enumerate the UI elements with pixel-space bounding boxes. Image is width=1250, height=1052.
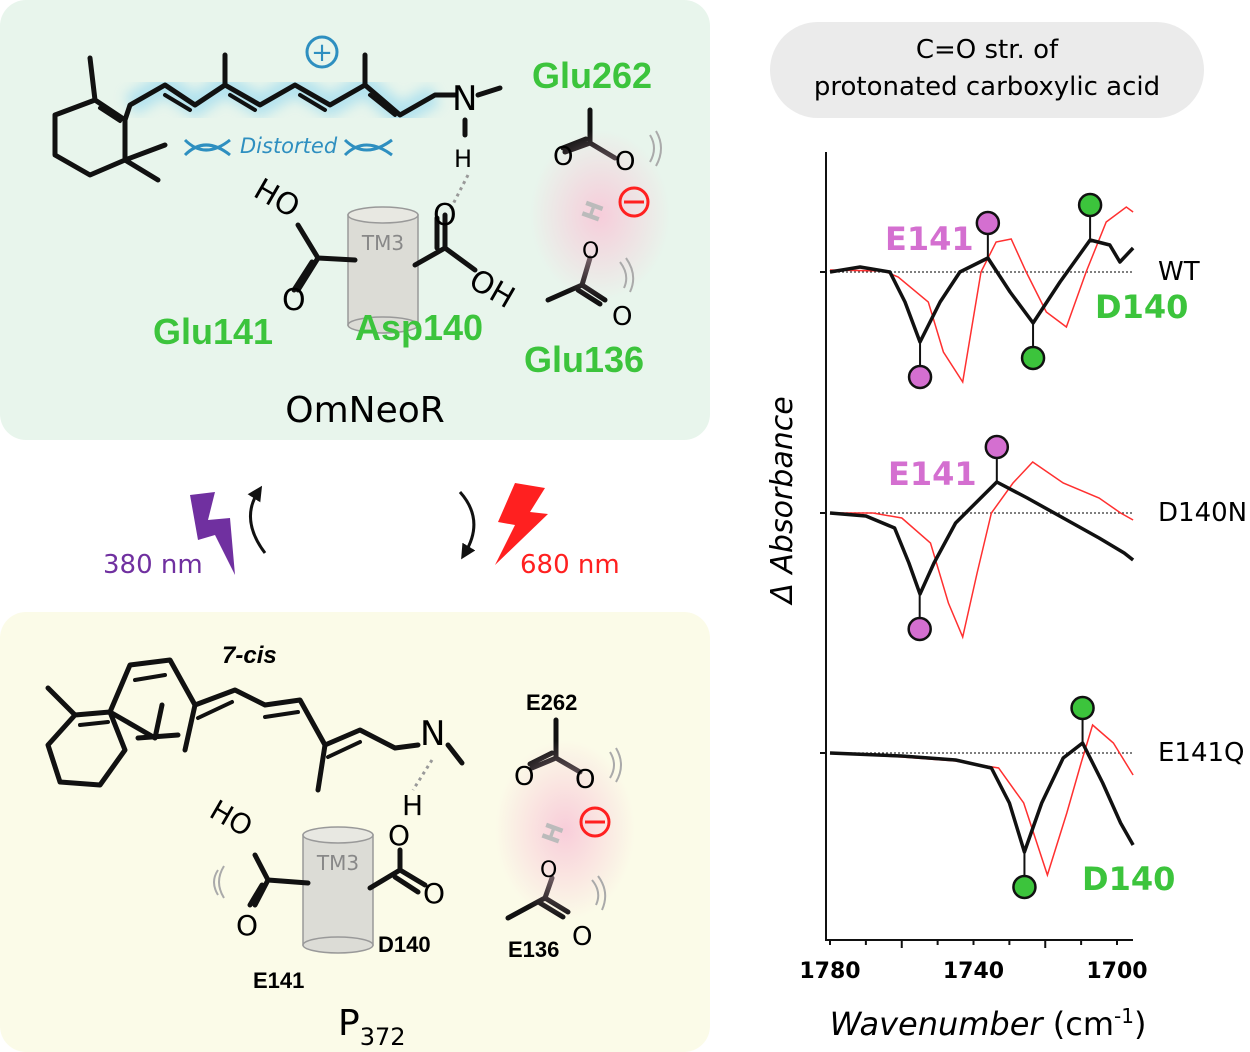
marker-green bbox=[1070, 695, 1095, 721]
e141-carbonyl-oxygen: O bbox=[236, 909, 258, 942]
tm3-label: TM3 bbox=[361, 231, 404, 255]
glu136-label: Glu136 bbox=[524, 339, 644, 380]
ftir-difference-chart: C=O str. of protonated carboxylic acid Δ… bbox=[765, 22, 1247, 1043]
asp140-oxygen: O bbox=[433, 198, 457, 233]
e262-label: E262 bbox=[526, 690, 577, 715]
proton-shared-glow bbox=[530, 130, 670, 300]
trace-red-WT bbox=[829, 206, 1134, 385]
glu262-oxygen-1: O bbox=[553, 142, 573, 172]
d140-carbonyl-oxygen: O bbox=[423, 877, 445, 910]
sample-label-E141Q: E141Q bbox=[1158, 738, 1245, 768]
marker-magenta bbox=[907, 364, 933, 390]
chart-axes bbox=[825, 152, 1133, 941]
negative-charge-icon bbox=[579, 806, 611, 838]
p372-panel: 7-cis N H TM3 HO O O O O O O O H bbox=[0, 130, 710, 1052]
negative-charge-icon bbox=[618, 186, 650, 218]
lightning-680-icon bbox=[495, 483, 548, 565]
d140-hydroxyl-oxygen: O bbox=[388, 819, 410, 852]
marker-green bbox=[1020, 345, 1046, 371]
distortion-arrows-icon bbox=[183, 138, 393, 157]
chart-title-line2: protonated carboxylic acid bbox=[814, 72, 1160, 102]
marker-green bbox=[1012, 874, 1037, 900]
trace-red-E141Q bbox=[829, 723, 1134, 878]
proton-shared-glow bbox=[495, 740, 635, 920]
tm3-label: TM3 bbox=[316, 851, 359, 875]
hydrogen-atom: H bbox=[402, 789, 423, 822]
trace-black-WT bbox=[829, 238, 1135, 344]
wavelength-380-label: 380 nm bbox=[103, 550, 203, 580]
peak-label-E141: E141 bbox=[885, 220, 974, 258]
vibration-marks-icon bbox=[213, 130, 662, 911]
hydrogen-atom: H bbox=[454, 145, 472, 173]
hydrogen-bond bbox=[411, 759, 434, 791]
asp140-label: Asp140 bbox=[355, 307, 483, 348]
positive-charge-sign: + bbox=[311, 38, 333, 68]
x-tick-label: 1780 bbox=[799, 959, 860, 984]
sample-label-D140N: D140N bbox=[1158, 498, 1247, 528]
glu136-oxygen-1: O bbox=[582, 239, 599, 264]
arrow-up bbox=[247, 485, 267, 554]
chart-title-badge bbox=[770, 22, 1204, 118]
y-axis-label: Δ Absorbance bbox=[765, 396, 800, 605]
glu141-label: Glu141 bbox=[153, 311, 273, 352]
retinal-7cis-chromophore bbox=[45, 657, 465, 793]
retinal-chromophore bbox=[52, 52, 503, 183]
nitrogen-atom: N bbox=[452, 79, 477, 119]
glu262-label: Glu262 bbox=[532, 55, 652, 96]
lightning-380-icon bbox=[190, 492, 235, 575]
marker-green bbox=[1077, 192, 1103, 218]
tm3-helix bbox=[347, 206, 419, 334]
e136-oxygen-1: O bbox=[540, 858, 557, 883]
trace-black-D140N bbox=[829, 480, 1135, 596]
glu262-oxygen-2: O bbox=[615, 147, 635, 177]
glu141-carbonyl-oxygen: O bbox=[282, 283, 306, 318]
nitrogen-atom: N bbox=[420, 714, 445, 754]
x-axis-label: Wavenumber (cm-1) bbox=[830, 1004, 1147, 1043]
omneor-title: OmNeoR bbox=[285, 390, 445, 431]
e136-oxygen-2: O bbox=[572, 922, 592, 952]
wavelength-680-label: 680 nm bbox=[520, 550, 620, 580]
marker-magenta bbox=[907, 616, 932, 642]
e136-label: E136 bbox=[508, 937, 559, 962]
peak-label-E141: E141 bbox=[888, 455, 977, 493]
trace-black-E141Q bbox=[829, 741, 1135, 854]
e141-label: E141 bbox=[253, 968, 304, 993]
x-axis-unit-close: ) bbox=[1134, 1005, 1146, 1043]
e262-oxygen-1: O bbox=[514, 762, 534, 792]
marker-magenta bbox=[984, 434, 1010, 460]
x-tick-label: 1740 bbox=[943, 959, 1004, 984]
peak-label-D140: D140 bbox=[1095, 288, 1188, 326]
p372-title-main: P bbox=[338, 1003, 360, 1044]
trace-red-D140N bbox=[830, 461, 1134, 640]
tm3-helix bbox=[302, 826, 374, 954]
sample-label-WT: WT bbox=[1158, 257, 1200, 287]
photo-transitions: 380 nm 680 nm bbox=[103, 483, 620, 580]
arrow-down bbox=[458, 491, 476, 560]
omneor-panel: N H + Distorted TM3 HO O O OH O O O O bbox=[0, 0, 710, 440]
chart-title-line1: C=O str. of bbox=[916, 35, 1059, 65]
distorted-label: Distorted bbox=[240, 134, 338, 158]
d140-label: D140 bbox=[378, 932, 431, 957]
isomer-label: 7-cis bbox=[222, 642, 277, 669]
marker-magenta bbox=[975, 210, 1001, 236]
glu136-oxygen-2: O bbox=[612, 302, 632, 332]
peak-label-D140: D140 bbox=[1082, 860, 1175, 898]
p372-title-subscript: 372 bbox=[360, 1023, 406, 1051]
x-axis-unit: (cm bbox=[1053, 1005, 1114, 1043]
positive-charge-icon bbox=[305, 35, 339, 69]
x-tick-label: 1700 bbox=[1086, 959, 1147, 984]
p372-title: P372 bbox=[338, 1003, 406, 1051]
x-axis-label-text: Wavenumber bbox=[830, 1005, 1045, 1043]
e262-oxygen-2: O bbox=[575, 765, 595, 795]
x-axis-unit-exponent: -1 bbox=[1114, 1004, 1134, 1028]
